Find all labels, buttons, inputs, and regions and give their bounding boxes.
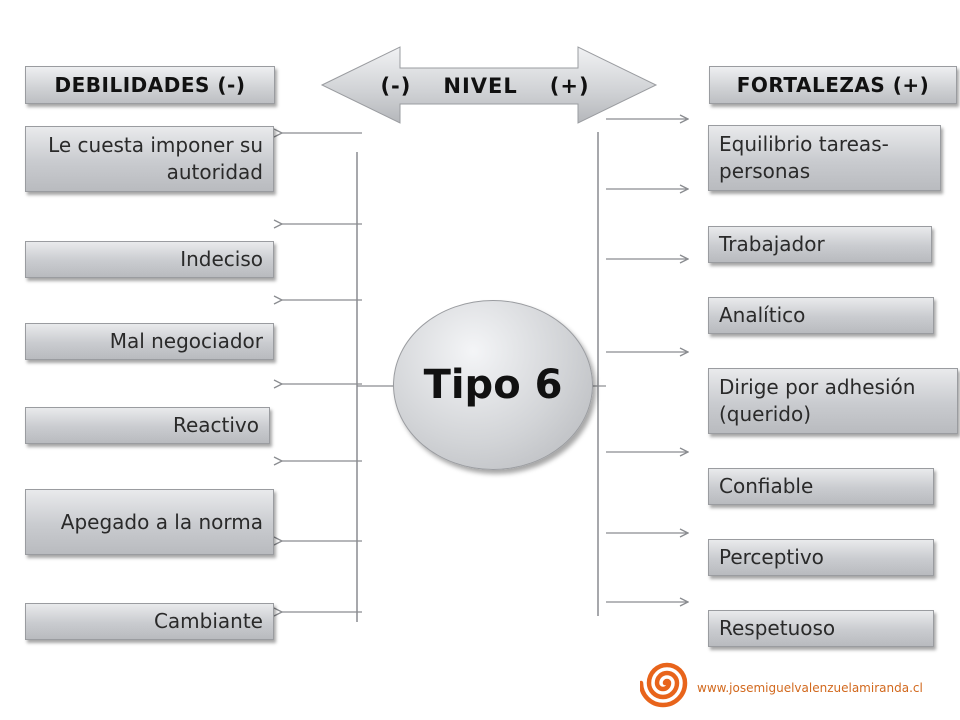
nivel-double-arrow xyxy=(320,46,658,124)
strength-box: Equilibrio tareas-personas xyxy=(708,125,941,191)
center-circle: Tipo 6 xyxy=(393,300,593,470)
weakness-box: Reactivo xyxy=(25,407,270,444)
nivel-word: NIVEL xyxy=(443,74,518,98)
strength-box: Perceptivo xyxy=(708,539,934,576)
weakness-box: Apegado a la norma xyxy=(25,489,274,555)
strength-box: Trabajador xyxy=(708,226,932,263)
strength-box: Analítico xyxy=(708,297,934,334)
weakness-box: Mal negociador xyxy=(25,323,274,360)
nivel-label: (-) NIVEL (+) xyxy=(330,68,640,104)
weaknesses-header: DEBILIDADES (-) xyxy=(25,66,275,104)
nivel-plus: (+) xyxy=(549,74,590,98)
strength-box: Respetuoso xyxy=(708,610,934,647)
spiral-logo-icon xyxy=(640,662,688,708)
weakness-box: Le cuesta imponer su autoridad xyxy=(25,126,274,192)
footer-url[interactable]: www.josemiguelvalenzuelamiranda.cl xyxy=(697,681,923,695)
weakness-box: Cambiante xyxy=(25,603,274,640)
strength-box: Confiable xyxy=(708,468,934,505)
strength-box: Dirige por adhesión (querido) xyxy=(708,368,958,434)
strengths-header: FORTALEZAS (+) xyxy=(709,66,957,104)
weakness-box: Indeciso xyxy=(25,241,274,278)
nivel-minus: (-) xyxy=(380,74,412,98)
center-label: Tipo 6 xyxy=(423,362,563,408)
